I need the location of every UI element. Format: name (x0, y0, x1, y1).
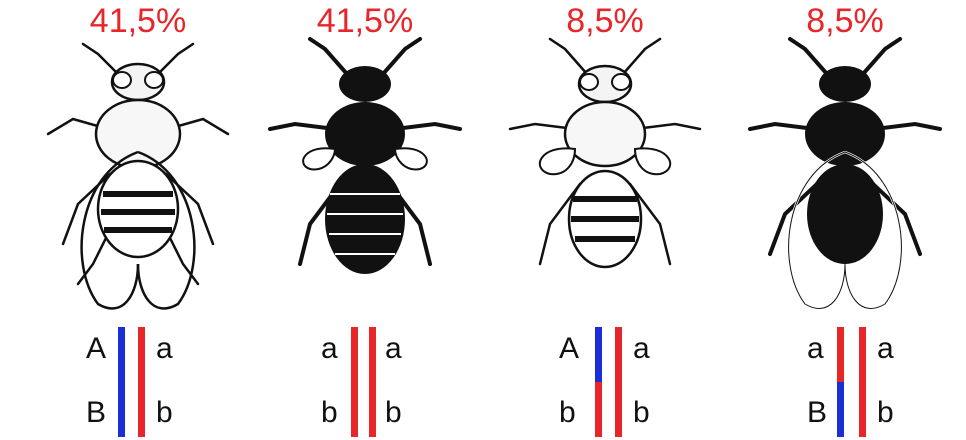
allele-label: A (86, 334, 106, 364)
allele-label: b (385, 398, 402, 428)
chromosome-bar (615, 327, 622, 437)
fly-light-winged-icon (38, 34, 238, 324)
allele-label: a (156, 334, 173, 364)
chromosome-bar-top (837, 327, 844, 382)
chromosome-bar-bottom (837, 382, 844, 437)
fly-dark-short-winged-icon (265, 34, 465, 324)
allele-label: b (156, 398, 173, 428)
chromosome-bar-bottom (595, 382, 602, 437)
chromosome-bar (859, 327, 866, 437)
fly-dark-winged-icon (745, 34, 945, 324)
allele-label: b (877, 398, 894, 428)
chromosome-bar (138, 327, 145, 437)
allele-label: A (559, 334, 579, 364)
fly-light-short-winged-icon (505, 34, 705, 324)
chromosome-pair: a B a b (745, 322, 945, 440)
allele-label: b (633, 398, 650, 428)
fly-panel-2: 41,5% a b a b (265, 0, 465, 440)
chromosome-pair: A B a b (38, 322, 238, 440)
allele-label: a (877, 334, 894, 364)
fly-panel-4: 8,5% a B a b (745, 0, 945, 440)
allele-label: b (321, 398, 338, 428)
allele-label: a (633, 334, 650, 364)
allele-label: a (807, 334, 824, 364)
chromosome-pair: a b a b (265, 322, 465, 440)
allele-label: b (559, 398, 576, 428)
chromosome-bar (118, 327, 125, 437)
fly-panel-3: 8,5% A b a b (505, 0, 705, 440)
allele-label: a (385, 334, 402, 364)
chromosome-bar-top (595, 327, 602, 382)
chromosome-pair: A b a b (505, 322, 705, 440)
allele-label: B (86, 398, 106, 428)
allele-label: a (321, 334, 338, 364)
chromosome-bar (369, 327, 376, 437)
chromosome-bar (351, 327, 358, 437)
fly-panel-1: 41,5% A B a b (38, 0, 238, 440)
allele-label: B (807, 398, 827, 428)
